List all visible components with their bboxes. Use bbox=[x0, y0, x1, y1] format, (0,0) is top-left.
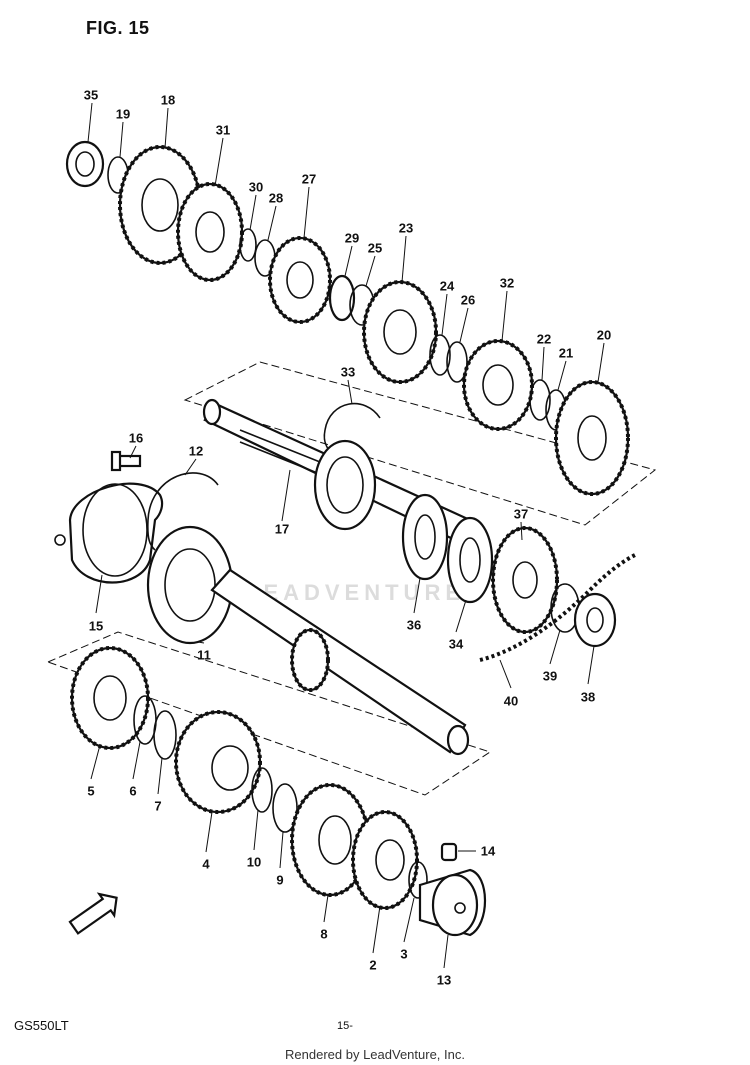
callout-14: 14 bbox=[480, 843, 496, 859]
driveshaft bbox=[210, 568, 470, 756]
driveshaft-gear bbox=[290, 628, 330, 692]
gear-23 bbox=[362, 280, 438, 384]
spacer-34 bbox=[446, 516, 494, 604]
callout-16: 16 bbox=[128, 430, 144, 446]
callout-12: 12 bbox=[188, 443, 204, 459]
callout-23: 23 bbox=[398, 220, 414, 236]
callout-21: 21 bbox=[558, 345, 574, 361]
callout-11: 11 bbox=[197, 647, 211, 663]
callout-7: 7 bbox=[154, 798, 162, 814]
callout-10: 10 bbox=[246, 854, 262, 870]
callout-28: 28 bbox=[268, 190, 284, 206]
callout-19: 19 bbox=[115, 106, 131, 122]
callout-18: 18 bbox=[160, 92, 176, 108]
callout-35: 35 bbox=[83, 87, 99, 103]
callout-17: 17 bbox=[274, 521, 290, 537]
washer-24 bbox=[429, 334, 451, 376]
bearing-13 bbox=[418, 868, 487, 937]
gear-20 bbox=[554, 380, 630, 496]
circlip-12 bbox=[147, 472, 219, 551]
bolt-16 bbox=[110, 450, 142, 472]
callout-8: 8 bbox=[320, 926, 328, 942]
bearing-11 bbox=[146, 525, 234, 645]
footer-model-code: GS550LT bbox=[14, 1018, 69, 1033]
oil-seal-36 bbox=[401, 493, 449, 581]
callout-26: 26 bbox=[460, 292, 476, 308]
callout-20: 20 bbox=[596, 327, 612, 343]
gear-32 bbox=[462, 339, 534, 431]
callout-24: 24 bbox=[439, 278, 455, 294]
callout-38: 38 bbox=[580, 689, 596, 705]
callout-3: 3 bbox=[400, 946, 408, 962]
rendered-by-credit: Rendered by LeadVenture, Inc. bbox=[285, 1047, 465, 1062]
drive-chain-40 bbox=[479, 553, 636, 662]
watermark: LEADVENTURE bbox=[245, 580, 466, 605]
callout-36: 36 bbox=[406, 617, 422, 633]
circlip-10 bbox=[251, 767, 273, 813]
callout-31: 31 bbox=[215, 122, 231, 138]
washer-22 bbox=[529, 379, 551, 421]
driveshaft-assembly-box bbox=[46, 631, 492, 796]
callout-13: 13 bbox=[436, 972, 452, 988]
callout-9: 9 bbox=[276, 872, 284, 888]
gear-4 bbox=[174, 710, 262, 814]
callout-30: 30 bbox=[248, 179, 264, 195]
callout-29: 29 bbox=[344, 230, 360, 246]
callout-27: 27 bbox=[301, 171, 317, 187]
gear-2 bbox=[351, 810, 419, 910]
callout-40: 40 bbox=[503, 693, 519, 709]
callout-25: 25 bbox=[367, 240, 383, 256]
callout-5: 5 bbox=[87, 783, 95, 799]
callout-2: 2 bbox=[369, 957, 377, 973]
callout-33: 33 bbox=[340, 364, 356, 380]
callout-37: 37 bbox=[513, 506, 529, 522]
pin-14 bbox=[440, 842, 458, 862]
gear-31 bbox=[176, 182, 244, 282]
nut-38 bbox=[573, 592, 617, 648]
gear-5 bbox=[70, 646, 150, 750]
callout-22: 22 bbox=[536, 331, 552, 347]
callout-15: 15 bbox=[88, 618, 104, 634]
callout-4: 4 bbox=[202, 856, 210, 872]
countershaft-assembly-box bbox=[183, 361, 657, 526]
washer-9 bbox=[272, 783, 298, 833]
gear-27 bbox=[268, 236, 332, 324]
circlip-7 bbox=[153, 710, 177, 760]
washer-29 bbox=[328, 274, 356, 322]
retainer-plate-15 bbox=[54, 482, 164, 584]
front-arrow-icon bbox=[68, 892, 118, 935]
callout-39: 39 bbox=[542, 668, 558, 684]
countershaft-bearing bbox=[313, 439, 377, 531]
washer-3 bbox=[408, 861, 428, 899]
callout-32: 32 bbox=[499, 275, 515, 291]
sprocket-37 bbox=[491, 526, 559, 634]
footer-page-number: 15- bbox=[337, 1020, 353, 1032]
bearing-35 bbox=[65, 140, 105, 188]
leader-lines bbox=[87, 102, 605, 969]
washer-30 bbox=[239, 228, 257, 262]
callout-34: 34 bbox=[448, 636, 464, 652]
figure-title: FIG. 15 bbox=[86, 18, 150, 38]
callout-6: 6 bbox=[129, 783, 137, 799]
